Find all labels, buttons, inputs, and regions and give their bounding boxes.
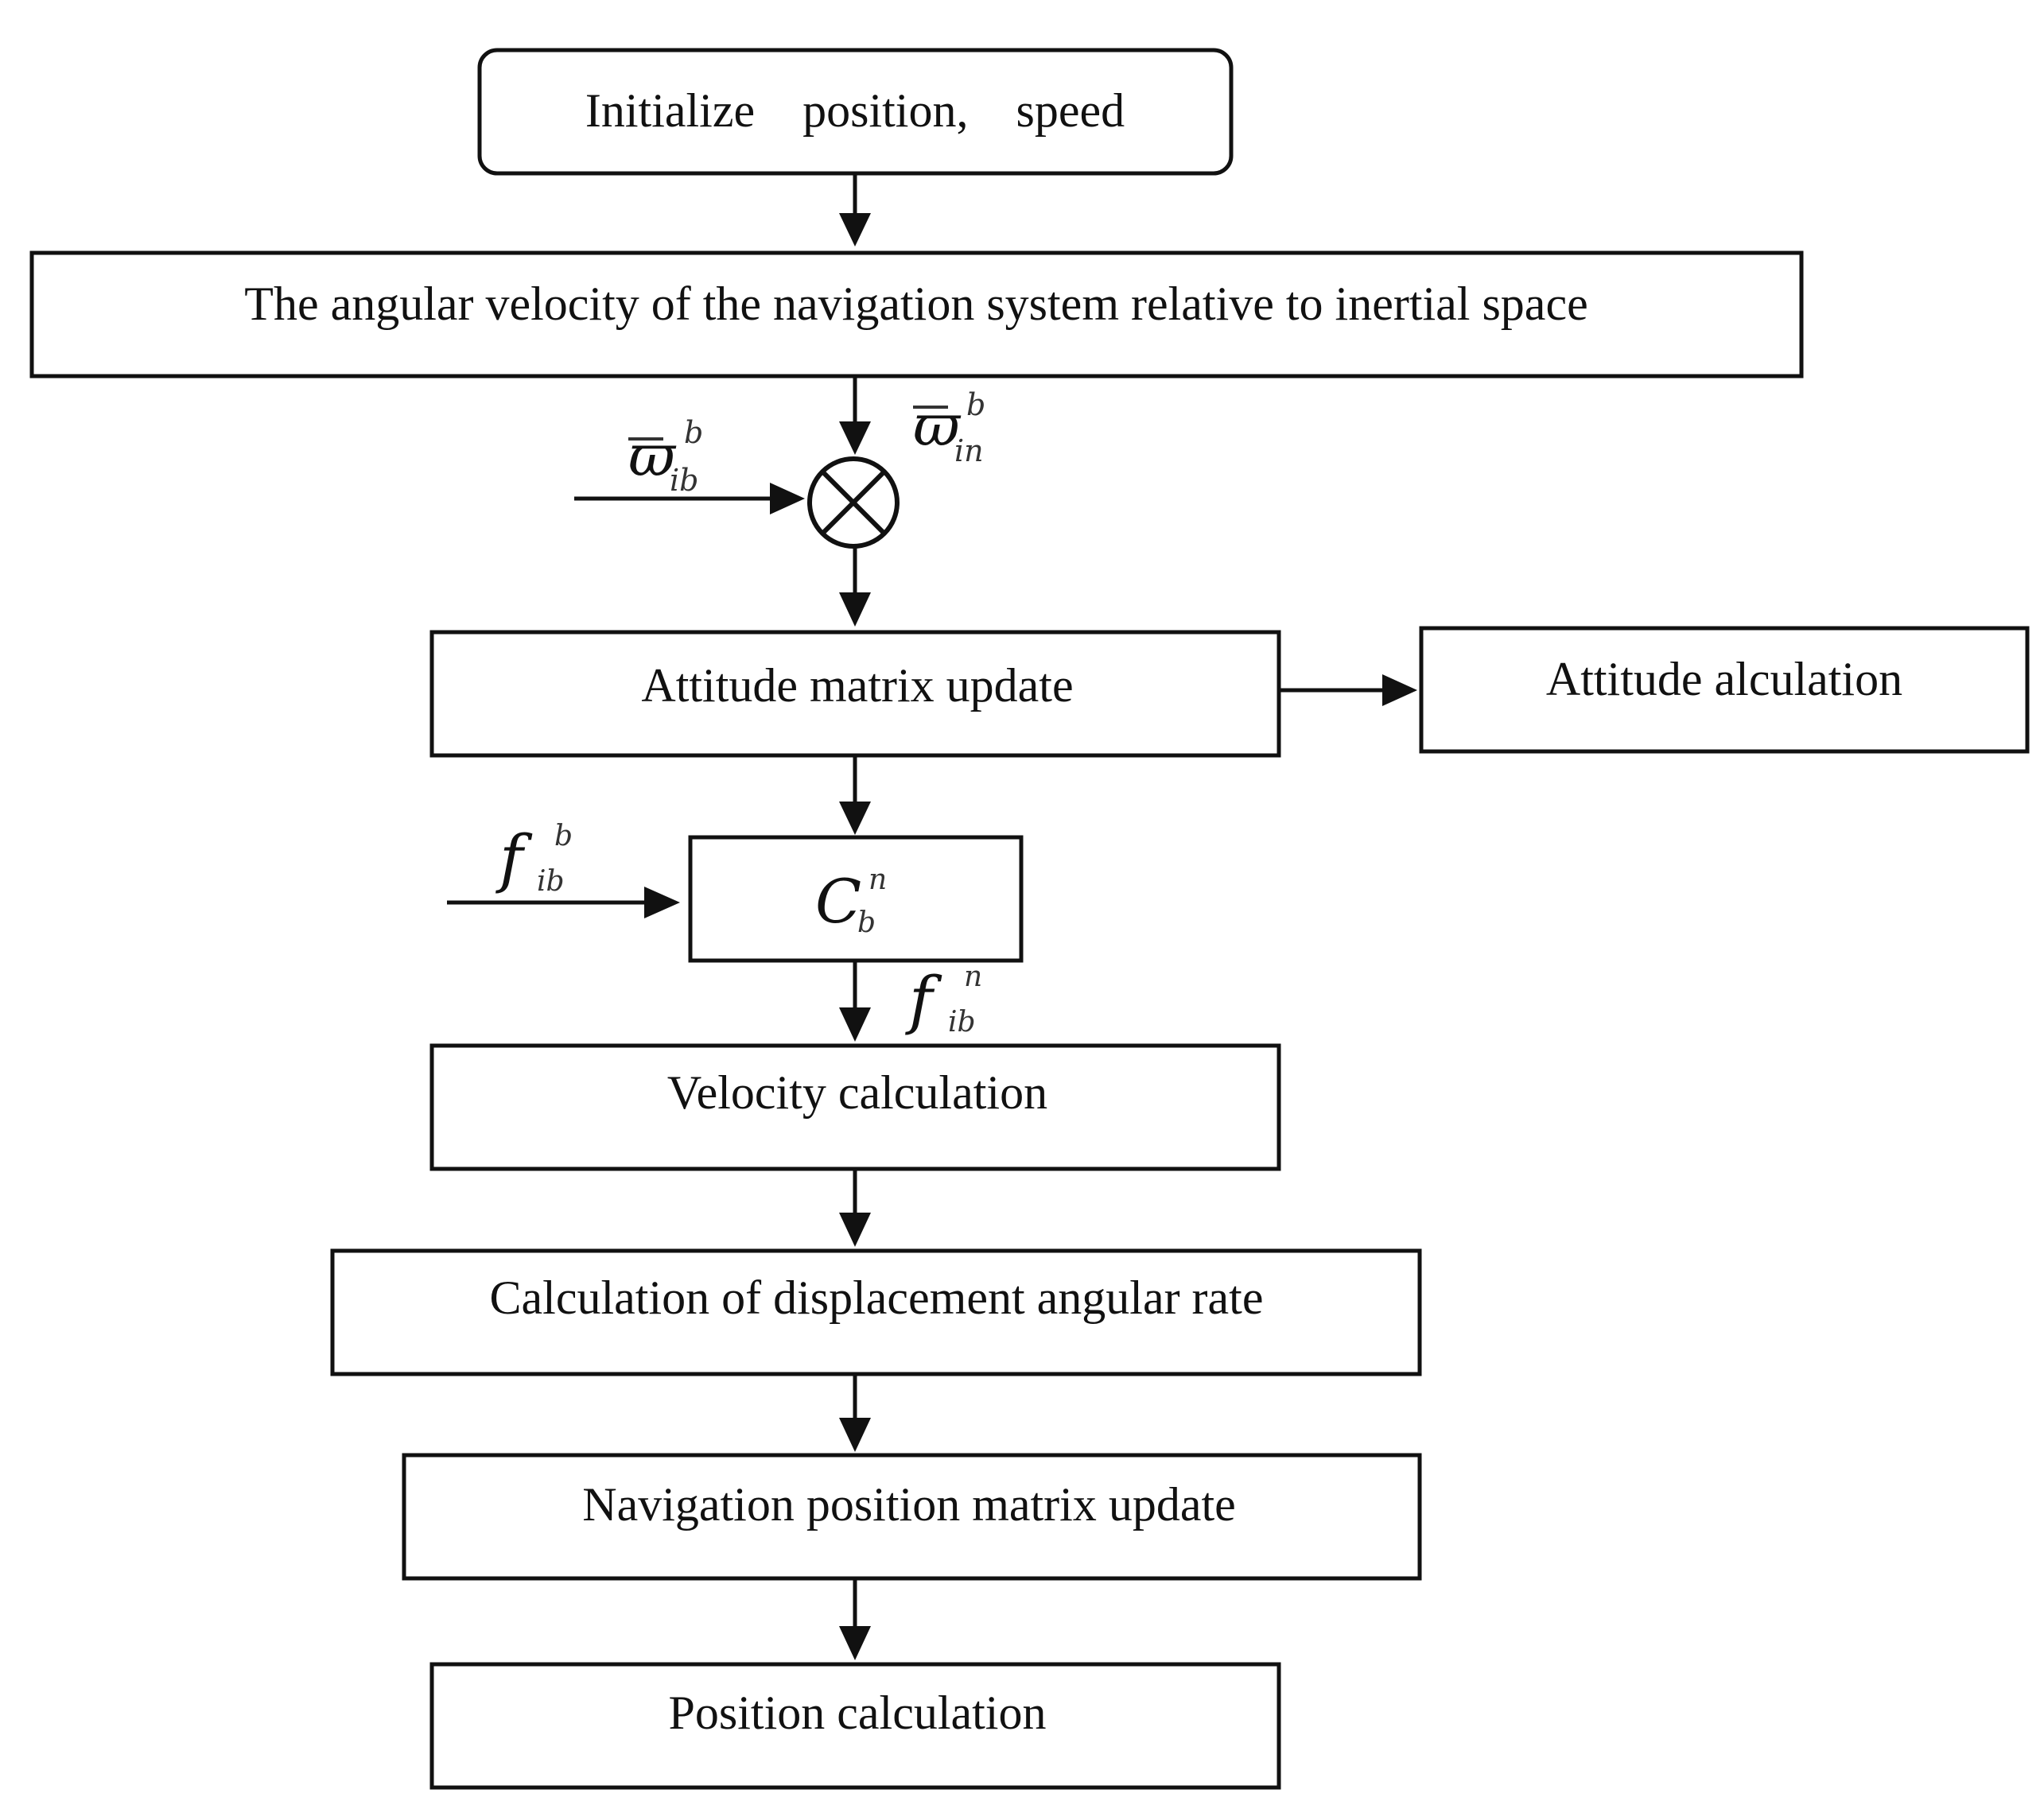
attitude-calc-step: Attitude alculation — [1419, 626, 2030, 754]
arrow-multiplier-to-attitude — [839, 547, 871, 627]
f-ib-b-input-arrow — [447, 887, 680, 918]
f-ib-b-subscript: ib — [537, 865, 565, 898]
f-ib-n-superscript: n — [964, 961, 982, 993]
omega-in-symbol: ϖ in b — [913, 387, 985, 468]
omega-in-base: ϖ — [913, 392, 962, 459]
angular-velocity-label: The angular velocity of the navigation s… — [244, 278, 1587, 330]
attitude-update-label: Attitude matrix update — [641, 659, 1073, 712]
arrow-attitude-to-calc — [1279, 674, 1417, 706]
omega-ib-input-arrow — [574, 483, 805, 514]
omega-ib-superscript: b — [684, 415, 703, 450]
arrow-angular-to-multiplier — [839, 376, 871, 455]
multiplier-node — [807, 456, 900, 549]
cbn-subscript: b — [857, 906, 876, 939]
arrow-cbn-to-velocity — [839, 961, 871, 1042]
displacement-rate-label: Calculation of displacement angular rate — [490, 1271, 1264, 1324]
omega-in-superscript: b — [966, 387, 985, 422]
f-ib-n-base: f — [905, 963, 942, 1037]
velocity-calc-label: Velocity calculation — [667, 1066, 1047, 1119]
nav-position-update-label: Navigation position matrix update — [582, 1478, 1236, 1531]
init-step: Initialize position, speed — [477, 48, 1234, 176]
angular-velocity-step: The angular velocity of the navigation s… — [29, 250, 1804, 378]
displacement-rate-step: Calculation of displacement angular rate — [330, 1248, 1422, 1376]
f-ib-b-base: f — [495, 821, 533, 895]
velocity-calc-step: Velocity calculation — [429, 1043, 1281, 1171]
f-ib-n-symbol: f ib n — [905, 961, 982, 1038]
init-label: Initialize position, speed — [585, 84, 1125, 137]
arrow-velocity-to-displacement — [839, 1169, 871, 1247]
arrow-displacement-to-navpos — [839, 1374, 871, 1452]
f-ib-n-subscript: ib — [948, 1006, 976, 1038]
arrow-attitude-to-cbn — [839, 755, 871, 835]
attitude-calc-label: Attitude alculation — [1546, 653, 1902, 705]
attitude-update-step: Attitude matrix update — [429, 630, 1281, 758]
position-calc-label: Position calculation — [669, 1687, 1047, 1739]
f-ib-b-superscript: b — [554, 820, 573, 852]
f-ib-b-symbol: f ib b — [495, 820, 573, 898]
omega-in-subscript: in — [954, 433, 984, 468]
nav-position-update-step: Navigation position matrix update — [402, 1453, 1422, 1581]
cbn-base: C — [815, 866, 861, 937]
omega-ib-symbol: ϖ ib b — [628, 415, 703, 498]
omega-ib-subscript: ib — [670, 463, 698, 498]
arrow-init-to-angular — [839, 173, 871, 246]
position-calc-step: Position calculation — [429, 1662, 1281, 1790]
cbn-superscript: n — [869, 864, 887, 896]
cbn-transform-block: C b n — [688, 835, 1024, 963]
arrow-navpos-to-position — [839, 1578, 871, 1660]
omega-ib-base: ϖ — [628, 422, 677, 489]
